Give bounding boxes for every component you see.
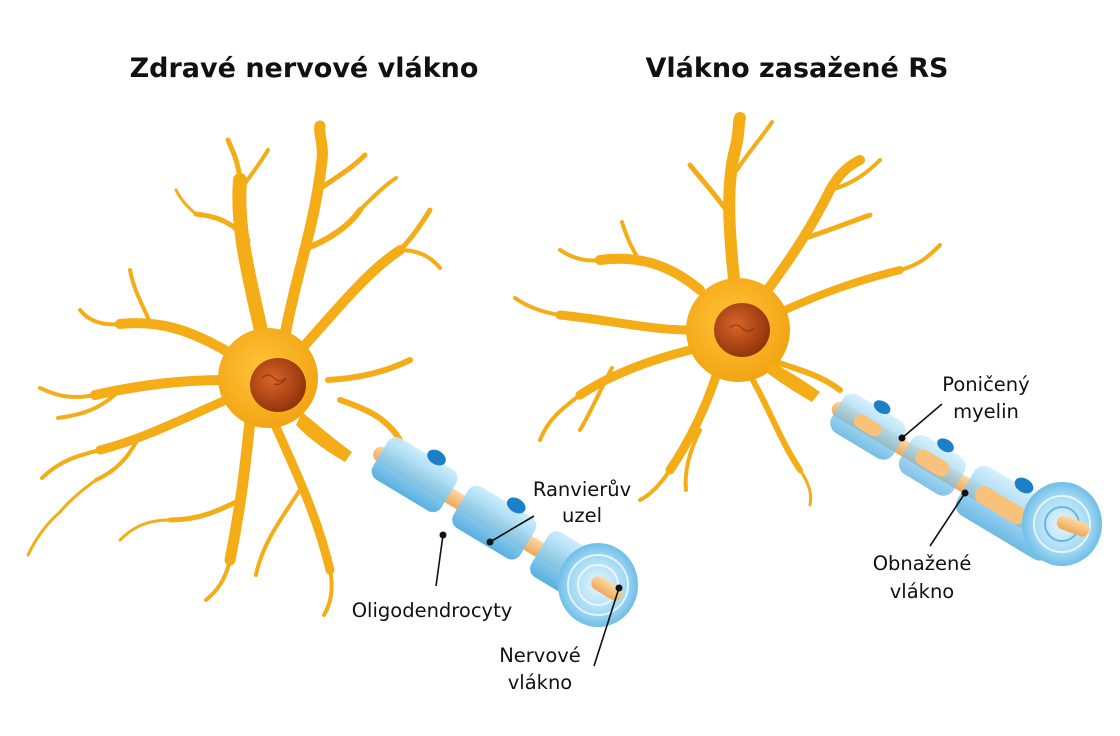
exposed-fiber-label-line2: vlákno <box>890 580 955 603</box>
ms-dendrites <box>513 112 942 507</box>
healthy-axon <box>371 437 638 627</box>
label-oligodendrocytes: Oligodendrocyty <box>352 531 513 622</box>
myelin-segment <box>371 437 458 513</box>
node-label-line2: uzel <box>562 504 602 527</box>
ms-nucleus <box>714 303 770 357</box>
label-nerve-fiber: Nervové vlákno <box>499 584 623 694</box>
nerve-fiber-label-line2: vlákno <box>508 671 573 694</box>
ms-neuron <box>513 112 942 507</box>
nerve-fiber-label-line1: Nervové <box>499 644 581 667</box>
oligodendrocyte-nucleus <box>937 438 954 453</box>
oligodendrocytes-label: Oligodendrocyty <box>352 599 513 622</box>
title-healthy-fiber: Zdravé nervové vlákno <box>130 53 479 84</box>
damaged-myelin-label-line2: myelin <box>953 400 1019 423</box>
oligodendrocyte-nucleus <box>1014 477 1034 494</box>
oligodendrocyte-nucleus <box>873 400 891 415</box>
oligodendrocyte-nucleus <box>506 497 526 514</box>
label-exposed-fiber: Obnažené vlákno <box>873 489 972 603</box>
myelin-segment <box>452 485 537 560</box>
oligodendrocyte-nucleus <box>427 449 446 466</box>
label-damaged-myelin: Poničený myelin <box>898 373 1030 442</box>
damaged-myelin-label-line1: Poničený <box>942 373 1029 396</box>
label-node-of-ranvier: Ranvierův uzel <box>486 478 631 546</box>
ms-axon <box>830 393 1102 566</box>
title-ms-fiber: Vlákno zasažené RS <box>646 53 949 84</box>
healthy-dendrites <box>26 120 442 617</box>
exposed-fiber-label-line1: Obnažené <box>873 552 972 575</box>
node-label-line1: Ranvierův <box>533 478 631 501</box>
healthy-neuron <box>26 120 442 617</box>
